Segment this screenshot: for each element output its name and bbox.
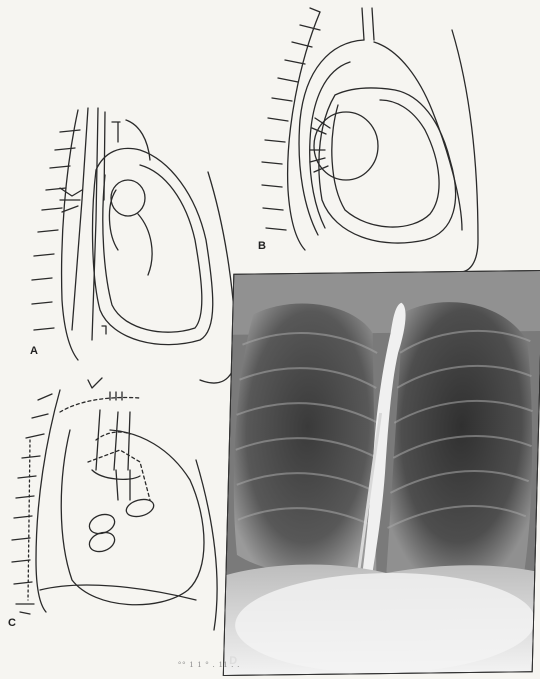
- panel-d-radiograph: D: [223, 270, 540, 676]
- panel-c-label: C: [8, 617, 16, 629]
- caption-fragment: °° 1 1 ° . 11 . .: [178, 660, 240, 669]
